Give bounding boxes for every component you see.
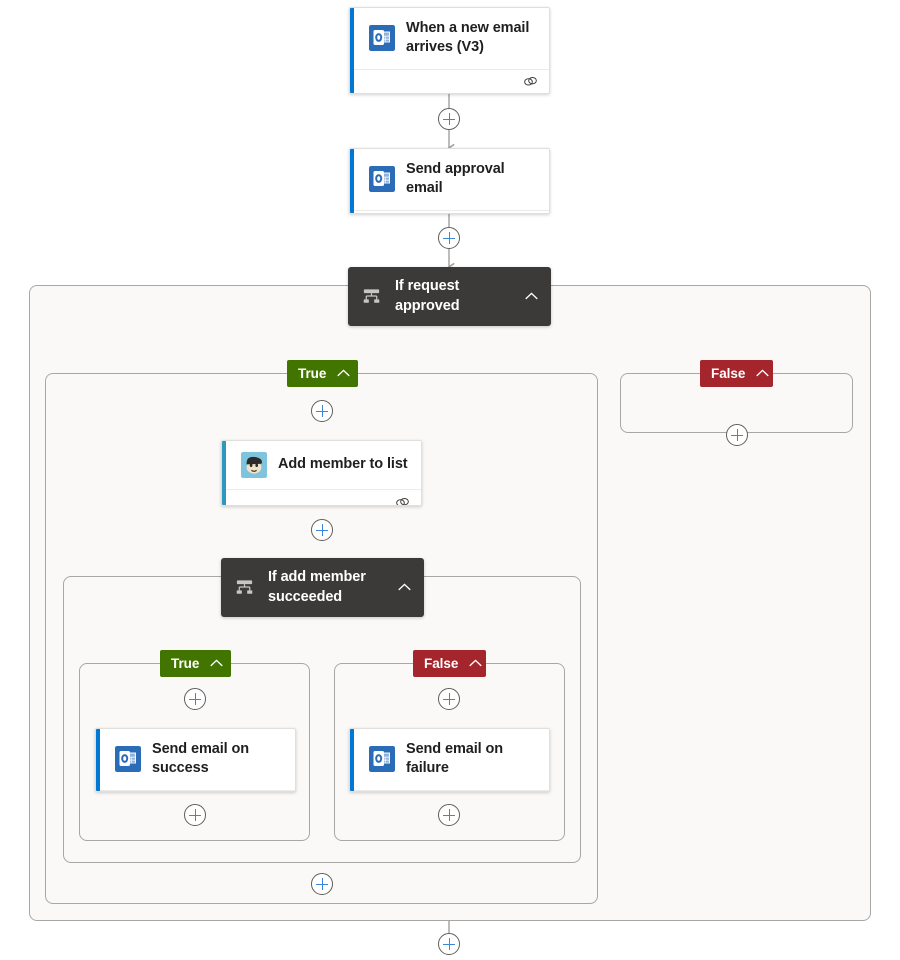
chevron-up-icon[interactable] xyxy=(397,583,412,592)
add-step-outer-false[interactable] xyxy=(726,424,748,446)
card-send-approval-email[interactable]: Send approval email xyxy=(349,148,550,214)
branch-badge-outer-false[interactable]: False xyxy=(700,360,773,387)
add-step-outer-true-top[interactable] xyxy=(311,400,333,422)
condition-icon xyxy=(363,289,380,303)
card-footer xyxy=(350,68,549,93)
card-accent-bar xyxy=(350,149,354,213)
add-step-after-trigger[interactable] xyxy=(438,108,460,130)
card-title: Send approval email xyxy=(406,161,505,197)
outlook-icon xyxy=(369,166,395,193)
add-step-inner-true-bottom[interactable] xyxy=(184,804,206,826)
card-title: Send email on failure xyxy=(406,741,503,777)
card-header-row: When a new email arrives (V3) xyxy=(350,8,549,69)
card-footer xyxy=(350,789,549,791)
branch-label: False xyxy=(711,366,746,381)
add-step-end-of-flow[interactable] xyxy=(438,933,460,955)
add-step-inner-false-bottom[interactable] xyxy=(438,804,460,826)
card-title: When a new email arrives (V3) xyxy=(406,20,530,56)
card-footer xyxy=(222,489,421,507)
card-footer xyxy=(96,789,295,791)
card-header-row: Send email on failure xyxy=(350,729,549,790)
card-title: Add member to list xyxy=(278,456,408,473)
card-accent-bar xyxy=(96,729,100,791)
mailchimp-icon xyxy=(241,452,267,478)
add-step-inner-true-top[interactable] xyxy=(184,688,206,710)
condition-if-add-member-succeeded[interactable]: If add member succeeded xyxy=(221,558,424,617)
card-footer xyxy=(350,209,549,213)
outlook-icon xyxy=(369,25,395,52)
add-step-outer-true-bottom[interactable] xyxy=(311,873,333,895)
card-header-row: Send approval email xyxy=(350,149,549,210)
branch-badge-outer-true[interactable]: True xyxy=(287,360,358,387)
chevron-up-icon[interactable] xyxy=(468,659,483,668)
add-step-after-send-approval[interactable] xyxy=(438,227,460,249)
outlook-icon xyxy=(115,746,141,773)
add-step-after-add-member[interactable] xyxy=(311,519,333,541)
condition-icon xyxy=(236,580,253,594)
card-send-email-on-success[interactable]: Send email on success xyxy=(95,728,296,792)
chevron-up-icon[interactable] xyxy=(336,369,351,378)
condition-if-request-approved[interactable]: If request approved xyxy=(348,267,551,326)
chevron-up-icon[interactable] xyxy=(209,659,224,668)
branch-badge-inner-true[interactable]: True xyxy=(160,650,231,677)
chevron-up-icon[interactable] xyxy=(755,369,770,378)
card-accent-bar xyxy=(222,441,226,505)
outlook-icon xyxy=(369,746,395,773)
card-when-a-new-email-arrives[interactable]: When a new email arrives (V3) xyxy=(349,7,550,94)
branch-badge-inner-false[interactable]: False xyxy=(413,650,486,677)
card-title: Send email on success xyxy=(152,741,249,777)
branch-label: True xyxy=(171,656,200,671)
link-icon[interactable] xyxy=(395,496,410,507)
card-accent-bar xyxy=(350,8,354,93)
condition-title: If request approved xyxy=(395,277,460,314)
card-add-member-to-list[interactable]: Add member to list xyxy=(221,440,422,506)
branch-label: True xyxy=(298,366,327,381)
card-send-email-on-failure[interactable]: Send email on failure xyxy=(349,728,550,792)
condition-title: If add member succeeded xyxy=(268,568,366,605)
card-header-row: Add member to list xyxy=(222,441,421,489)
card-accent-bar xyxy=(350,729,354,791)
branch-label: False xyxy=(424,656,459,671)
card-header-row: Send email on success xyxy=(96,729,295,790)
chevron-up-icon[interactable] xyxy=(524,292,539,301)
link-icon[interactable] xyxy=(523,75,538,88)
add-step-inner-false-top[interactable] xyxy=(438,688,460,710)
